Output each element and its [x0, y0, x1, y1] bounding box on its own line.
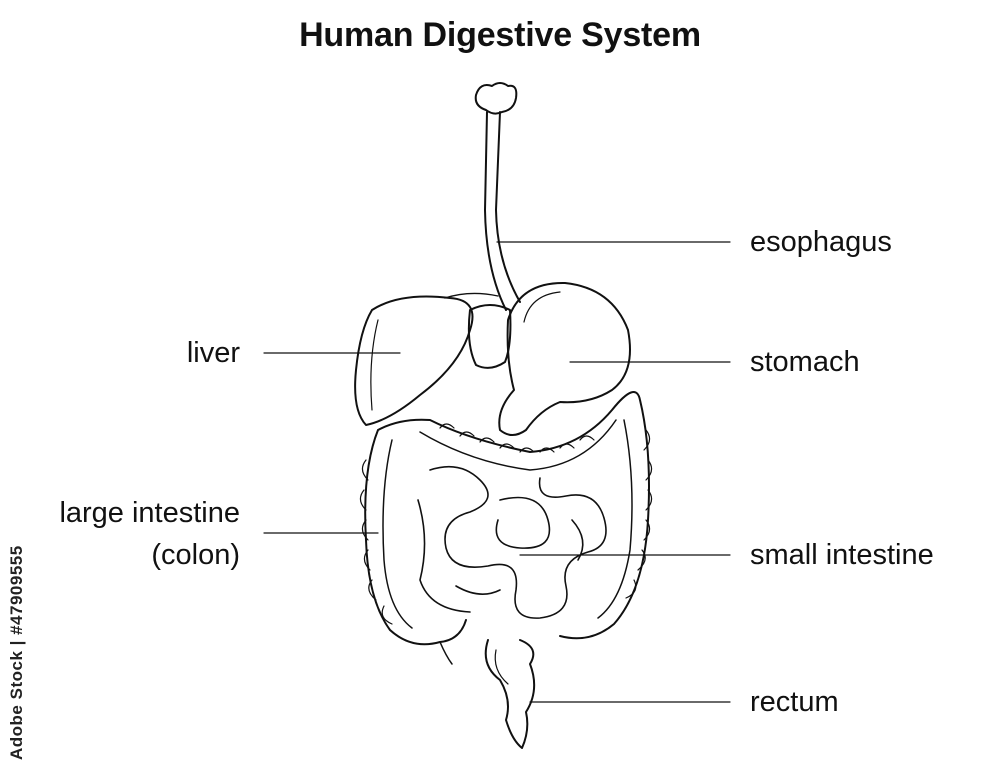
label-rectum: rectum	[750, 686, 839, 718]
stomach-shape	[498, 281, 631, 436]
pharynx-shape	[474, 82, 518, 115]
watermark-text: Adobe Stock | #47909555	[7, 545, 26, 760]
label-colon: (colon)	[151, 539, 240, 571]
esophagus-shape	[484, 111, 521, 311]
rectum-shape	[484, 639, 536, 749]
small-intestine-shape	[417, 465, 607, 619]
diagram-title: Human Digestive System	[299, 16, 701, 54]
label-small-intestine: small intestine	[750, 539, 934, 571]
label-esophagus: esophagus	[750, 226, 892, 258]
label-large-intestine: large intestine	[59, 497, 240, 529]
colon-shape	[364, 391, 650, 646]
stock-watermark: Adobe Stock | #47909555	[5, 545, 35, 760]
liver-shape	[354, 295, 474, 426]
label-liver: liver	[186, 337, 240, 369]
gallbladder-shape	[467, 304, 512, 369]
label-stomach: stomach	[750, 346, 860, 378]
